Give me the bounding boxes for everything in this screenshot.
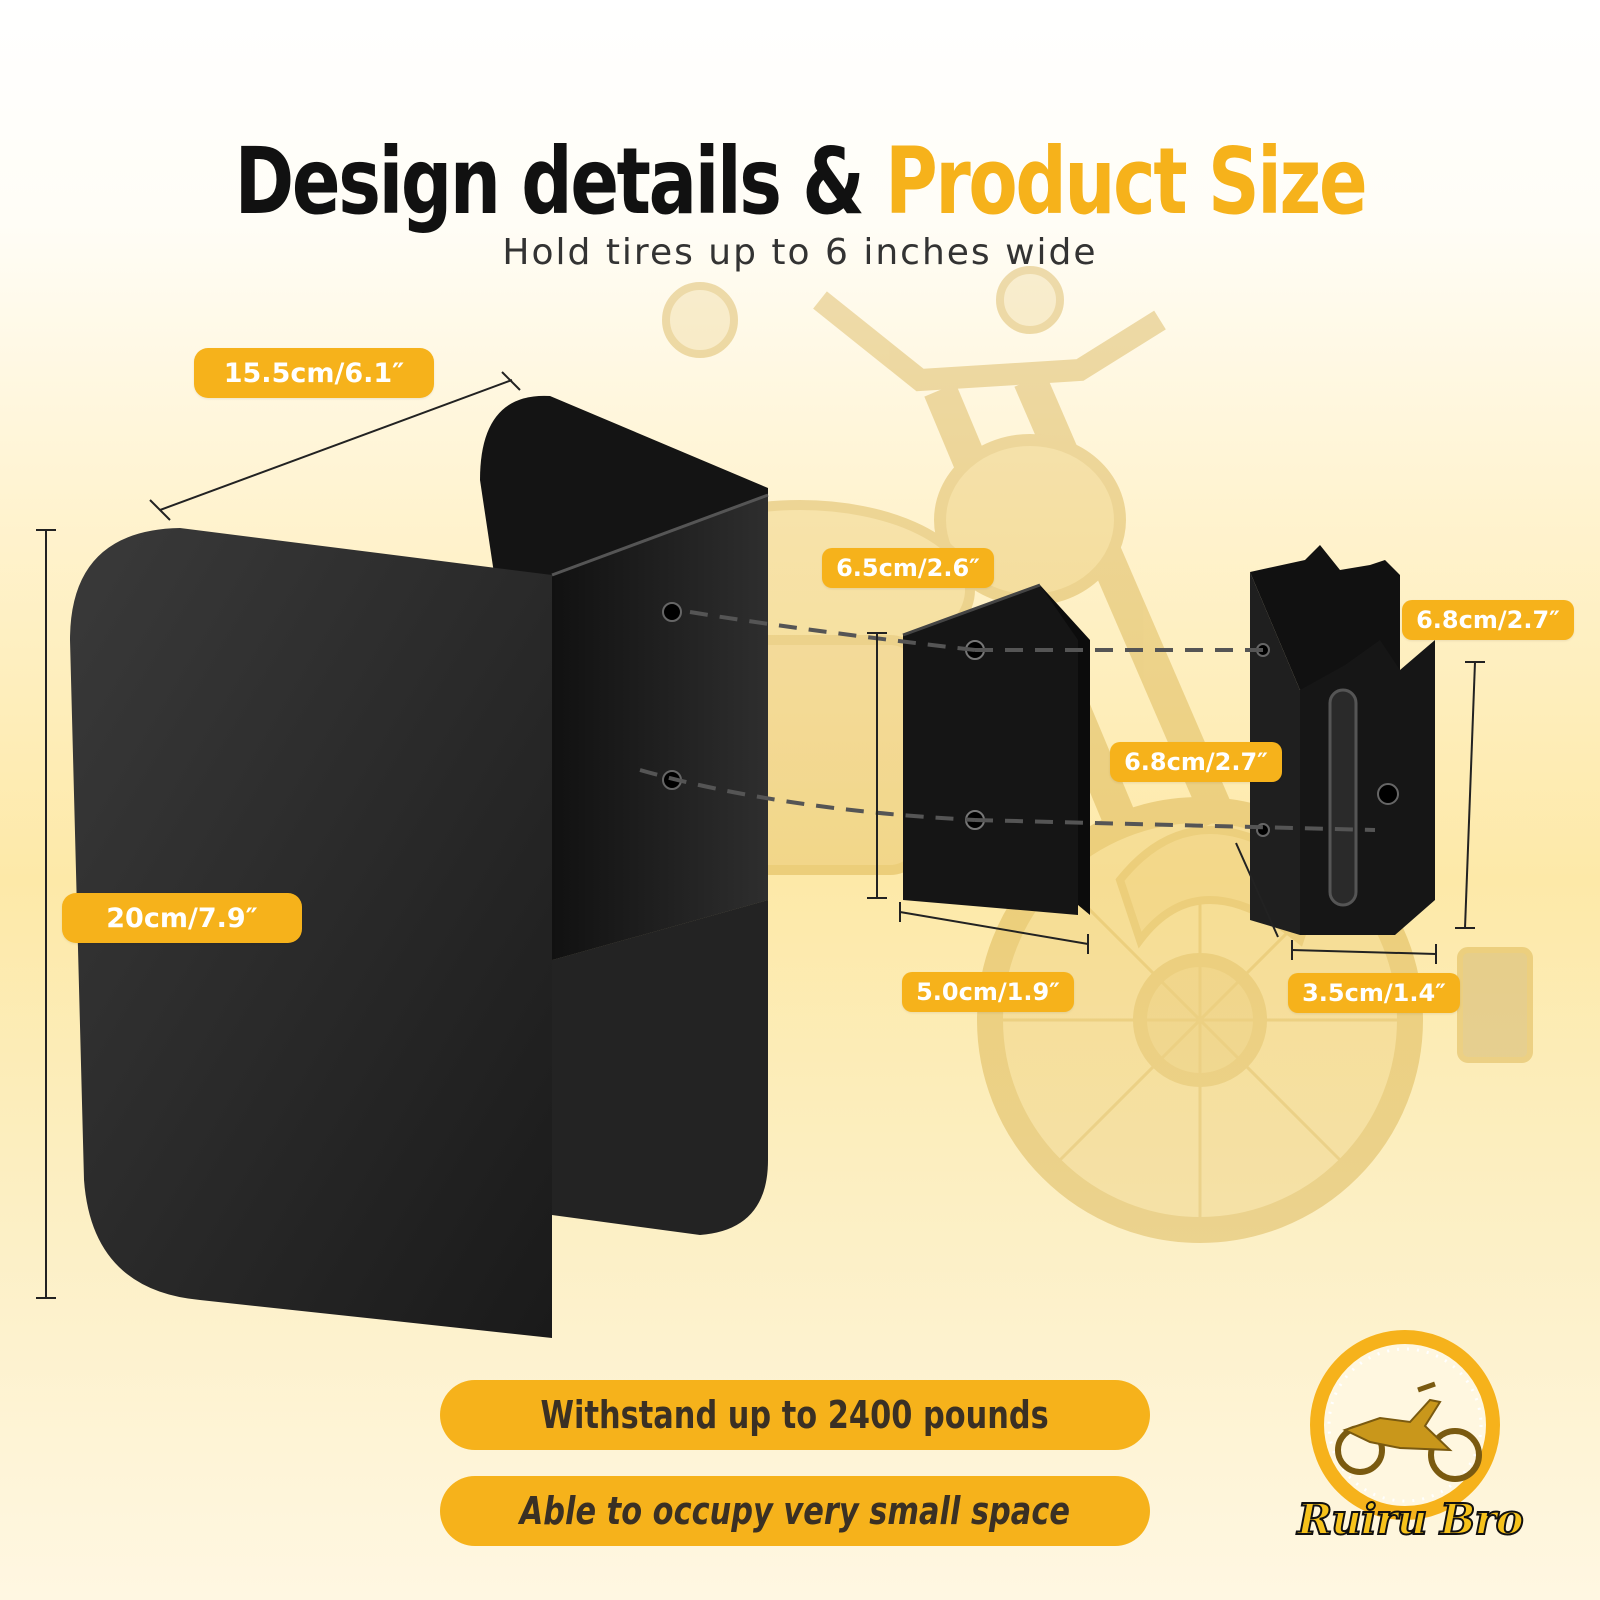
dimension-label-clip-height: 6.8cm/2.7″ [1402, 600, 1574, 640]
brand-name: Ruiru Bro [1296, 1494, 1524, 1545]
alignment-lines [639, 610, 1376, 832]
page-subtitle: Hold tires up to 6 inches wide [502, 232, 1098, 273]
dimension-label-bracket-height: 6.5cm/2.6″ [822, 548, 994, 588]
middle-bracket-part [902, 583, 1090, 915]
dimension-lines [36, 371, 1485, 1299]
dimension-label-main-height: 20cm/7.9″ [62, 893, 302, 943]
feature-space-text: Able to occupy very small space [519, 1489, 1071, 1533]
motorcycle-icon [1310, 1330, 1500, 1520]
title-main: Design details & [234, 128, 886, 235]
dimension-label-clip-width-mid: 6.8cm/2.7″ [1110, 742, 1282, 782]
main-channel-part [70, 395, 973, 1338]
feature-load-pill: Withstand up to 2400 pounds [440, 1380, 1150, 1450]
title-accent: Product Size [885, 128, 1368, 235]
dimension-label-clip-depth: 3.5cm/1.4″ [1288, 973, 1460, 1013]
feature-load-text: Withstand up to 2400 pounds [540, 1393, 1050, 1437]
dimension-label-bracket-width: 5.0cm/1.9″ [902, 972, 1074, 1012]
feature-space-pill: Able to occupy very small space [440, 1476, 1150, 1546]
page-title: Design details & Product Size [176, 128, 1424, 235]
dimension-label-main-width: 15.5cm/6.1″ [194, 348, 434, 398]
